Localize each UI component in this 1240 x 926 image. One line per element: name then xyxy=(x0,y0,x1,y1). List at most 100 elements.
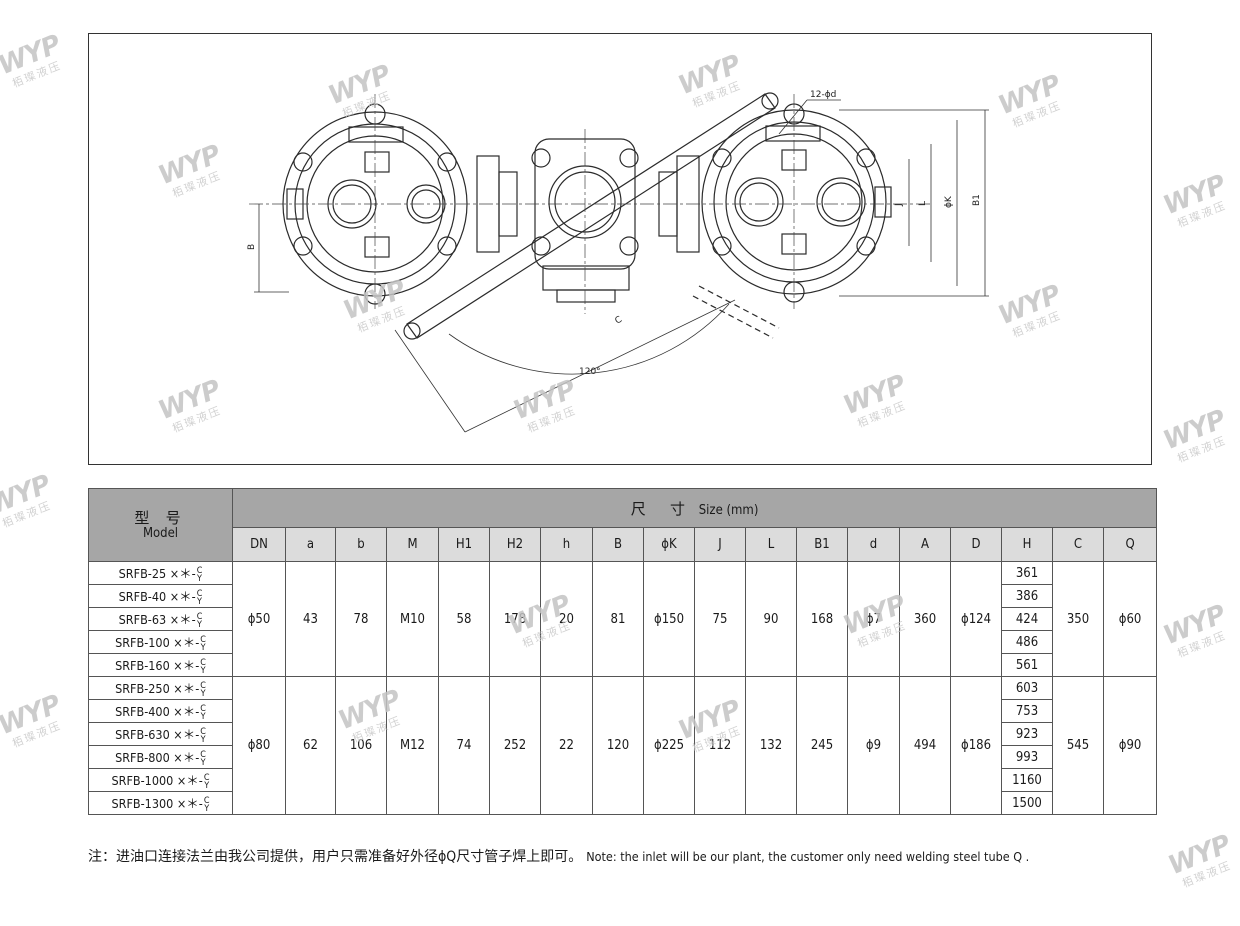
column-header: L xyxy=(745,527,797,562)
value-cell: 78 xyxy=(335,561,387,677)
column-header: H2 xyxy=(489,527,541,562)
value-cell: ϕ80 xyxy=(232,676,286,815)
value-cell: 106 xyxy=(335,676,387,815)
value-cell: ϕ186 xyxy=(950,676,1002,815)
value-cell: M10 xyxy=(386,561,439,677)
h-value-cell: 1500 xyxy=(1001,791,1053,815)
h-value-cell: 361 xyxy=(1001,561,1053,585)
h-value-cell: 561 xyxy=(1001,653,1053,677)
value-cell: 20 xyxy=(540,561,593,677)
value-cell: 43 xyxy=(285,561,336,677)
value-cell: ϕ9 xyxy=(847,676,900,815)
dim-b1-label: B1 xyxy=(972,194,982,206)
h-value-cell: 486 xyxy=(1001,630,1053,654)
column-header: J xyxy=(694,527,746,562)
right-filter-body xyxy=(701,103,892,303)
value-cell: ϕ225 xyxy=(643,676,695,815)
value-cell: 178 xyxy=(489,561,541,677)
value-cell: 360 xyxy=(899,561,951,677)
column-header: M xyxy=(386,527,439,562)
value-cell: ϕ50 xyxy=(232,561,286,677)
value-cell: 120 xyxy=(592,676,644,815)
column-header: a xyxy=(285,527,336,562)
footnote-zh: 注：进油口连接法兰由我公司提供，用户只需准备好外径ϕQ尺寸管子焊上即可。 xyxy=(88,849,583,865)
h-value-cell: 424 xyxy=(1001,607,1053,631)
value-cell-q: ϕ90 xyxy=(1102,676,1158,815)
technical-drawing-frame: 12-ϕd J L ϕK B1 B C 120° xyxy=(88,33,1152,465)
column-header: H1 xyxy=(438,527,490,562)
value-cell: 112 xyxy=(694,676,746,815)
value-cell: ϕ150 xyxy=(643,561,695,677)
valve-handle xyxy=(403,92,780,340)
dim-c-label: C xyxy=(614,315,624,327)
value-cell: 494 xyxy=(899,676,951,815)
dim-phik-label: ϕK xyxy=(944,195,954,208)
h-value-cell: 993 xyxy=(1001,745,1053,769)
value-cell: 58 xyxy=(438,561,490,677)
column-header: D xyxy=(950,527,1002,562)
column-header: C xyxy=(1052,527,1104,562)
column-header: d xyxy=(847,527,900,562)
angle-label: 120° xyxy=(579,367,601,377)
value-cell: 168 xyxy=(796,561,848,677)
h-value-cell: 386 xyxy=(1001,584,1053,608)
column-header: A xyxy=(899,527,951,562)
dim-b-label: B xyxy=(247,244,257,250)
value-cell: 81 xyxy=(592,561,644,677)
dim-l-label: L xyxy=(918,201,928,206)
value-cell-c: 545 xyxy=(1052,676,1104,815)
column-header: H xyxy=(1001,527,1053,562)
technical-drawing: 12-ϕd J L ϕK B1 B C 120° xyxy=(247,90,989,433)
footnote: 注：进油口连接法兰由我公司提供，用户只需准备好外径ϕQ尺寸管子焊上即可。 Not… xyxy=(88,846,1168,866)
column-header: DN xyxy=(232,527,286,562)
model-header: 型 号 Model xyxy=(88,488,233,562)
column-header: B xyxy=(592,527,644,562)
column-header: ϕK xyxy=(643,527,695,562)
footnote-en: Note: the inlet will be our plant, the c… xyxy=(586,849,1030,864)
value-cell: M12 xyxy=(386,676,439,815)
value-cell: 90 xyxy=(745,561,797,677)
column-header: b xyxy=(335,527,387,562)
column-header: B1 xyxy=(796,527,848,562)
value-cell-q: ϕ60 xyxy=(1102,561,1158,677)
column-header: h xyxy=(540,527,593,562)
h-value-cell: 753 xyxy=(1001,699,1053,723)
value-cell: 62 xyxy=(285,676,336,815)
value-cell: ϕ124 xyxy=(950,561,1002,677)
